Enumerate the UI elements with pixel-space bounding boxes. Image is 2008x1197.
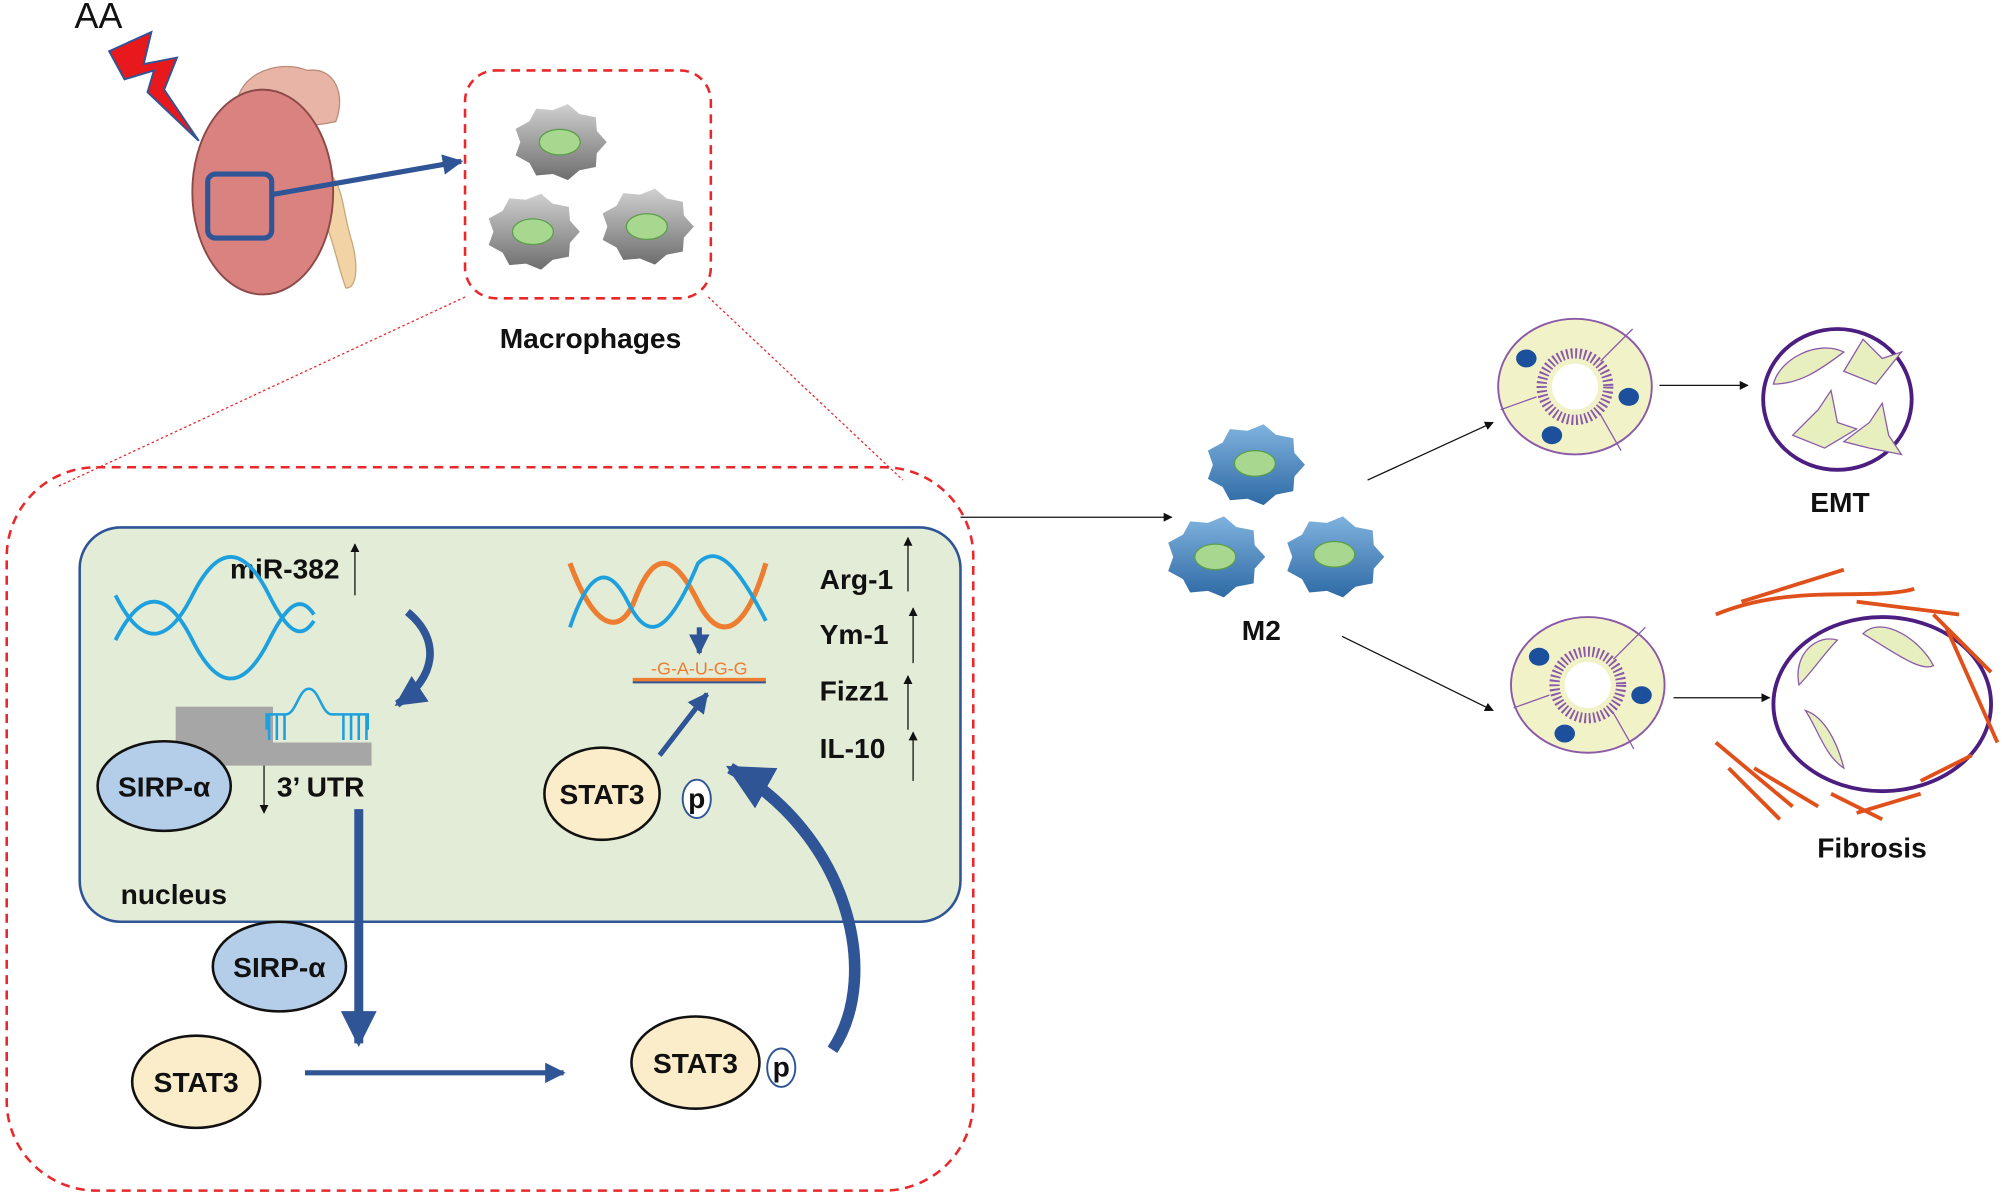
fibrosis-tubule-icon — [1714, 567, 2000, 822]
mirna-binding-arrow — [394, 608, 434, 708]
macrophages-label: Macrophages — [500, 323, 682, 354]
nucleus-box — [78, 526, 962, 924]
to-emt-arrow — [1367, 421, 1494, 481]
emt-label: EMT — [1810, 487, 1869, 518]
stat3-label: STAT3 — [560, 779, 645, 810]
stat3-cytoplasm — [130, 1034, 262, 1130]
sirp-alpha-cytoplasm — [211, 920, 348, 1013]
to-fibrosis-arrow — [1341, 635, 1494, 712]
renal-tubule-icon — [1511, 617, 1665, 753]
mirna-label: miR-382 — [230, 554, 340, 585]
nucleus-dot-icon — [511, 218, 555, 246]
nucleus-dot-icon — [1233, 449, 1277, 477]
marker-label: Ym-1 — [820, 619, 889, 650]
m2-label: M2 — [1242, 615, 1281, 646]
phosphate-badge — [766, 1047, 797, 1088]
dna-strand-icon — [568, 554, 768, 629]
nucleus-label: nucleus — [121, 879, 227, 910]
renal-tubule-icon — [1498, 319, 1652, 455]
zoom-line-left — [57, 296, 466, 488]
nucleus-dot-icon — [625, 213, 668, 241]
lightning-icon — [107, 30, 200, 142]
nucleus-dot-icon — [538, 128, 581, 156]
sirp-alpha-label: SIRP-α — [118, 771, 211, 802]
sirp-alpha-label: SIRP-α — [233, 952, 326, 983]
mrna-3utr-icon — [175, 706, 372, 766]
zoom-line-right — [707, 296, 904, 481]
stat3-p-cytoplasm — [630, 1015, 761, 1110]
kidney-icon — [191, 88, 335, 296]
sirp-alpha-inside — [96, 739, 233, 833]
stat3-label: STAT3 — [154, 1067, 239, 1098]
nuclear-import-arrow — [726, 763, 861, 1053]
stat3-label: STAT3 — [653, 1048, 738, 1079]
stat3-p-inside — [543, 746, 661, 842]
nucleus-dot-icon — [1194, 543, 1237, 571]
mirna-loop-icon — [265, 687, 370, 740]
kidney-zoom-box — [205, 171, 275, 241]
utr-label: 3’ UTR — [277, 771, 365, 802]
phosphate-label: p — [773, 1052, 790, 1083]
emt-tubule-icon — [1761, 327, 1914, 472]
marker-label: Fizz1 — [820, 675, 889, 706]
phosphate-label: p — [688, 783, 705, 814]
fibrosis-label: Fibrosis — [1817, 833, 1927, 864]
mirna-helix-icon — [113, 554, 316, 681]
dna-helix-icon — [567, 560, 769, 630]
nucleus-dot-icon — [1313, 540, 1356, 568]
stat3-activation-arrow — [657, 692, 710, 757]
marker-label: Arg-1 — [820, 564, 894, 595]
macrophage-detail-box — [5, 465, 975, 1192]
macrophages-box — [463, 69, 713, 300]
phosphate-badge — [681, 778, 712, 820]
mrna-sequence: -G-A-U-G-G — [651, 659, 747, 679]
trigger-label: AA — [75, 0, 123, 36]
marker-label: IL-10 — [820, 733, 886, 764]
kidney-to-macrophages-arrow — [271, 154, 464, 198]
